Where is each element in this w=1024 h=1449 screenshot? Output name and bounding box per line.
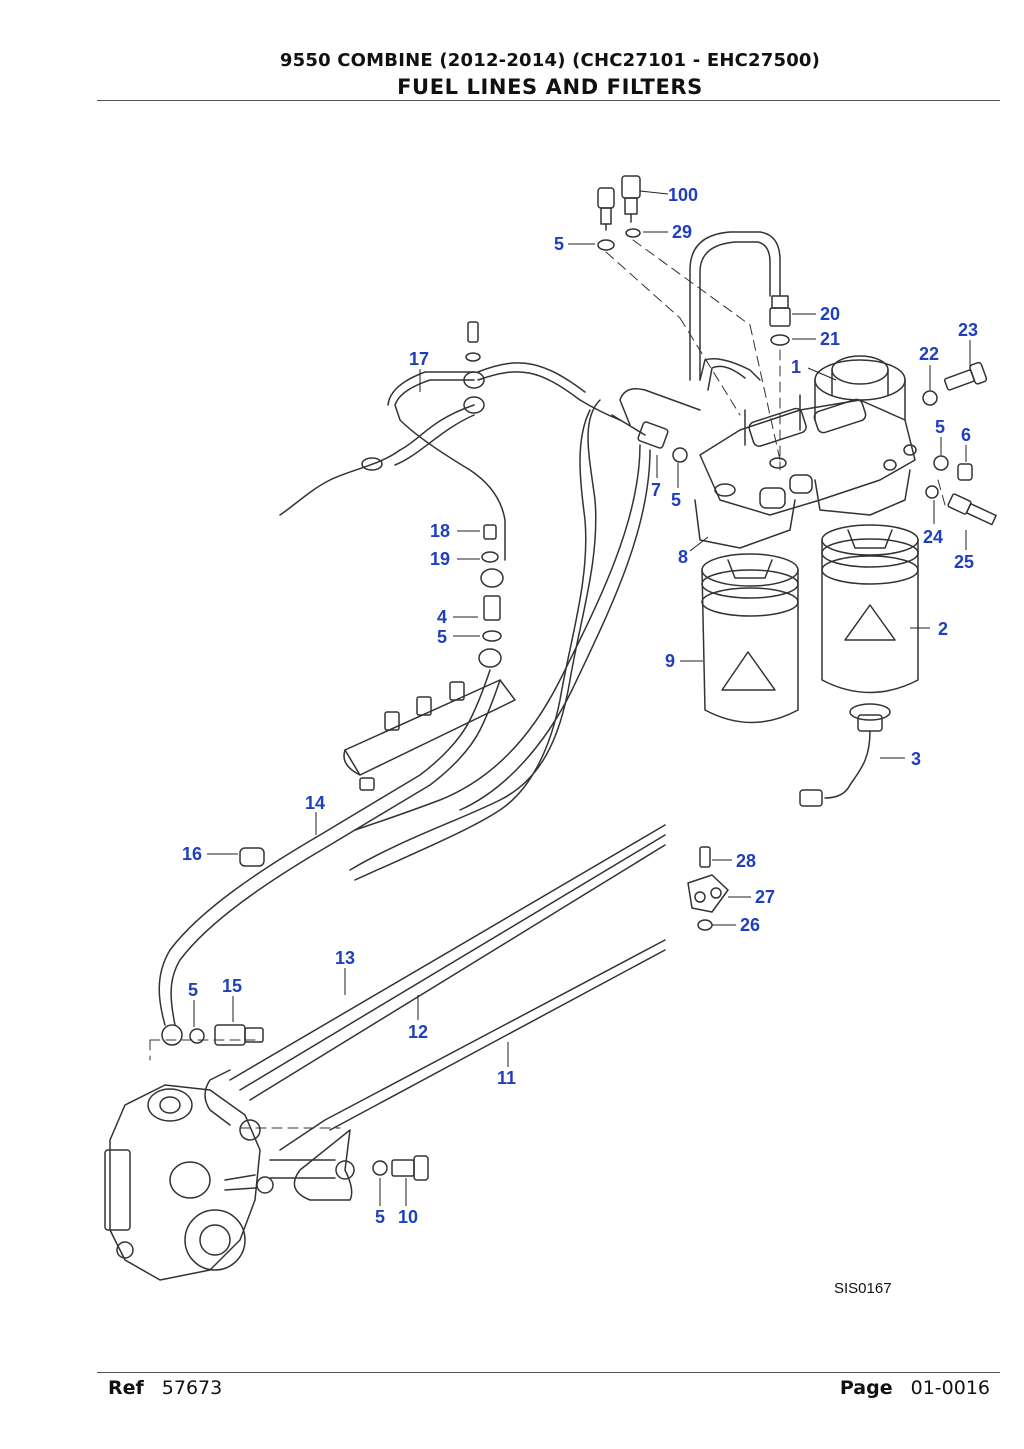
ref-label: Ref	[108, 1377, 144, 1399]
callout-5: 5	[437, 627, 447, 647]
callout-10: 10	[398, 1207, 418, 1227]
callout-8: 8	[678, 547, 688, 567]
washer-5-right	[933, 455, 949, 471]
plug-6	[957, 463, 973, 481]
banjo-bolt-23	[943, 361, 988, 391]
washer-5-left	[672, 447, 688, 463]
clip-16	[239, 847, 265, 867]
callout-14: 14	[305, 793, 325, 813]
callout-17: 17	[409, 349, 429, 369]
washer-24	[925, 485, 939, 499]
page-label: Page	[839, 1377, 893, 1399]
injection-pump	[104, 1084, 274, 1281]
footer-page: Page 01-0016	[840, 1377, 990, 1399]
callout-22: 22	[919, 344, 939, 364]
document-title: 9550 COMBINE (2012-2014) (CHC27101 - EHC…	[279, 50, 821, 71]
bolt-17	[467, 321, 479, 343]
callout-23: 23	[958, 320, 978, 340]
fuel-filter-2	[821, 524, 919, 694]
washer-5-bottom	[372, 1160, 388, 1176]
callout-18: 18	[430, 521, 450, 541]
callout-21: 21	[820, 329, 840, 349]
footer-ref: Ref 57673	[108, 1377, 222, 1399]
callout-5: 5	[671, 490, 681, 510]
callout-2: 2	[938, 619, 948, 639]
callout-labels: 100 29 5 20 21 23 22 1 17 5 6 7 5 24 25 …	[182, 185, 978, 1227]
filter-head	[694, 355, 917, 549]
clamp-27	[687, 874, 729, 913]
callout-3: 3	[911, 749, 921, 769]
callout-5: 5	[188, 980, 198, 1000]
callout-5: 5	[935, 417, 945, 437]
callout-27: 27	[755, 887, 775, 907]
washer-5-top	[597, 239, 615, 251]
callout-5: 5	[554, 234, 564, 254]
callout-19: 19	[430, 549, 450, 569]
fuel-rail	[343, 679, 516, 791]
ref-value: 57673	[161, 1377, 223, 1399]
bolt-15	[214, 1024, 246, 1046]
callout-4: 4	[437, 607, 447, 627]
callout-9: 9	[665, 651, 675, 671]
washer-21	[770, 334, 790, 346]
callout-28: 28	[736, 851, 756, 871]
page-value: 01-0016	[910, 1377, 990, 1399]
callout-11: 11	[497, 1068, 516, 1088]
callout-7: 7	[651, 480, 661, 500]
callout-29: 29	[672, 222, 692, 242]
nut-26	[697, 919, 713, 931]
bolt-28	[699, 846, 711, 868]
fuel-filter-9	[701, 553, 799, 724]
washer-29	[625, 228, 641, 238]
washer-5-lower-left	[189, 1028, 205, 1044]
callout-24: 24	[923, 527, 943, 547]
pressure-sensor-left	[597, 187, 615, 231]
fitting-25	[947, 493, 997, 526]
callout-13: 13	[335, 948, 355, 968]
bolt-10	[391, 1159, 415, 1177]
fitting-4	[483, 595, 501, 621]
callout-5: 5	[375, 1207, 385, 1227]
fitting-20	[771, 295, 789, 309]
washer-5-mid	[482, 630, 502, 642]
washer-22	[922, 390, 938, 406]
callout-25: 25	[954, 552, 974, 572]
bolt-18	[483, 524, 497, 540]
footer-rule	[97, 1372, 1000, 1373]
callout-15: 15	[222, 976, 242, 996]
section-title: FUEL LINES AND FILTERS	[397, 75, 703, 99]
sensor-harness-3	[799, 703, 891, 807]
header-rule	[97, 100, 1000, 101]
callout-6: 6	[961, 425, 971, 445]
fitting-7	[637, 421, 669, 449]
callout-16: 16	[182, 844, 202, 864]
callout-1: 1	[791, 357, 801, 377]
callout-20: 20	[820, 304, 840, 324]
callout-12: 12	[408, 1022, 428, 1042]
pressure-sensor-right	[621, 175, 641, 223]
washer-19	[481, 551, 499, 563]
illustration-code: SIS0167	[834, 1280, 892, 1297]
callout-100: 100	[668, 185, 698, 205]
callout-26: 26	[740, 915, 760, 935]
